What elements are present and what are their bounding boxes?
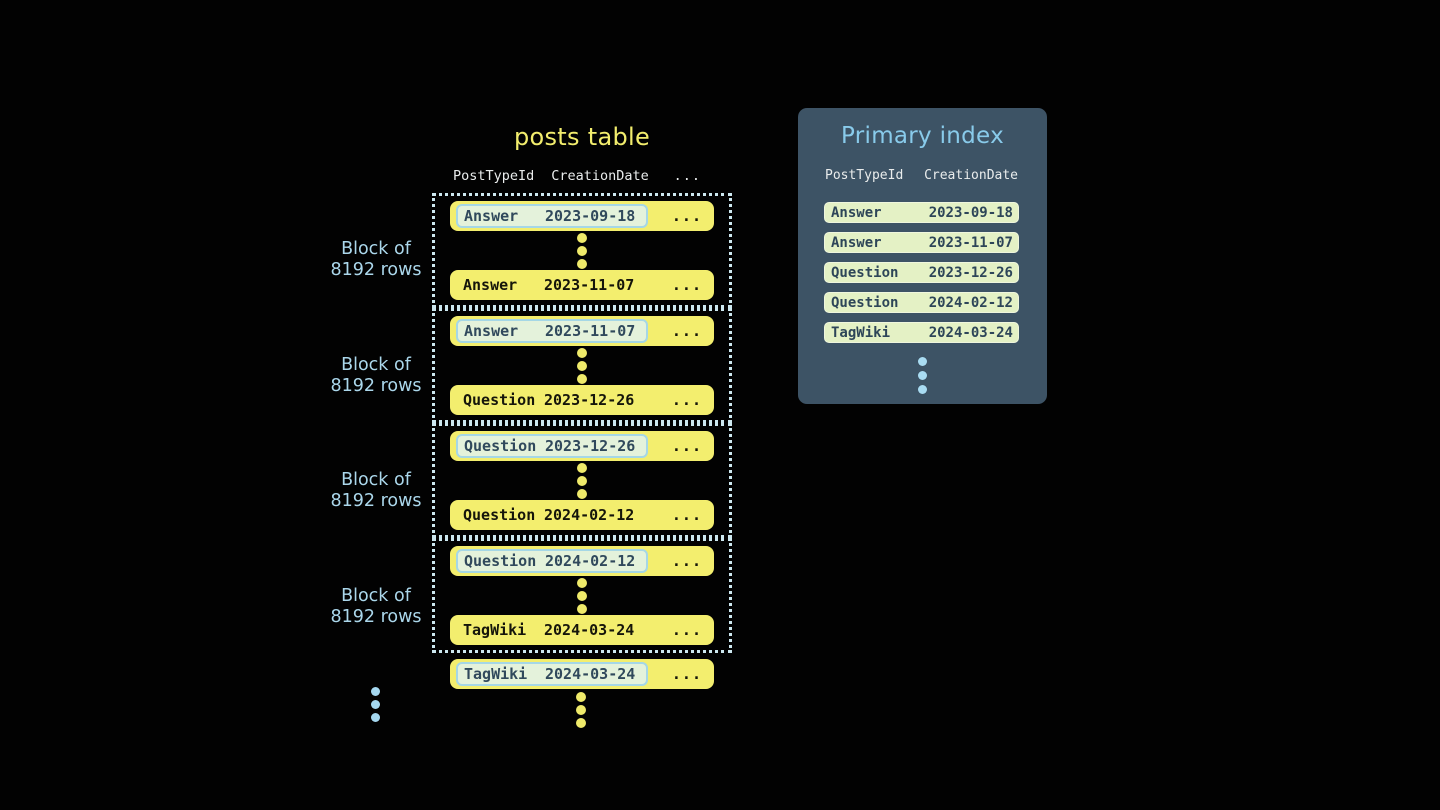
index-posttypeid: Answer [831,204,882,221]
row-values: Question 2024-02-12 [464,552,635,570]
row-creationdate: 2024-03-24 [545,665,636,683]
index-creationdate: 2024-02-12 [928,294,1013,311]
index-entry: TagWiki 2024-03-24 [824,322,1019,343]
indexed-row-highlight: TagWiki 2024-03-24 [456,662,649,686]
posts-col-creationdate: CreationDate [551,168,649,184]
primary-index-column-headers: PostTypeId CreationDate [825,168,1018,183]
row-more-ellipsis: ... [671,621,702,639]
more-blocks-dots [370,687,380,722]
more-rows-dots [576,692,586,728]
row-more-ellipsis: ... [671,322,702,340]
table-row-last: Question 2023-12-26 ... [450,385,714,415]
table-row-first: Answer 2023-09-18 ... [450,201,714,231]
block-size-label-2: Block of 8192 rows [330,355,422,396]
row-more-ellipsis: ... [671,276,702,294]
row-posttypeid: TagWiki [464,665,528,683]
row-more-ellipsis: ... [671,391,702,409]
omitted-rows-dots [577,577,587,614]
row-values: Answer 2023-11-07 [463,276,634,294]
row-creationdate: 2024-02-12 [545,552,636,570]
indexed-row-highlight: Answer 2023-11-07 [456,319,649,343]
table-row-first: Question 2024-02-12 ... [450,546,714,576]
index-posttypeid: Question [831,294,899,311]
index-posttypeid: Answer [831,234,882,251]
row-more-ellipsis: ... [671,665,702,683]
primary-index-panel: Primary index PostTypeId CreationDate An… [798,108,1047,404]
row-values: Answer 2023-11-07 [464,322,635,340]
block-size-label-1: Block of 8192 rows [330,239,422,280]
row-values: TagWiki 2024-03-24 [464,665,635,683]
omitted-rows-dots [577,462,587,499]
row-block-2: Answer 2023-11-07 ... Question 2023-12-2… [432,308,732,423]
row-values: Question 2023-12-26 [464,437,635,455]
posts-col-posttypeid: PostTypeId [453,168,535,184]
index-creationdate: 2023-12-26 [928,264,1013,281]
row-more-ellipsis: ... [671,437,702,455]
table-row-last: Question 2024-02-12 ... [450,500,714,530]
index-creationdate: 2024-03-24 [928,324,1013,341]
index-entry: Question 2023-12-26 [824,262,1019,283]
row-creationdate: 2023-09-18 [545,207,636,225]
index-creationdate: 2023-11-07 [928,234,1013,251]
row-values: Question 2023-12-26 [463,391,634,409]
row-more-ellipsis: ... [671,552,702,570]
block-size-label-4: Block of 8192 rows [330,586,422,627]
row-posttypeid: TagWiki [463,621,527,639]
row-values: Question 2024-02-12 [463,506,634,524]
row-posttypeid: Answer [464,207,519,225]
omitted-rows-dots [577,232,587,269]
row-posttypeid: Answer [463,276,518,294]
indexed-row-highlight: Question 2024-02-12 [456,549,649,573]
block-size-label-3: Block of 8192 rows [330,470,422,511]
row-block-4: Question 2024-02-12 ... TagWiki 2024-03-… [432,538,732,653]
primary-index-entries: Answer 2023-09-18 Answer 2023-11-07 Ques… [824,202,1019,352]
index-creationdate: 2023-09-18 [928,204,1013,221]
row-more-ellipsis: ... [671,207,702,225]
index-col-posttypeid: PostTypeId [825,168,904,183]
row-posttypeid: Question [463,506,536,524]
primary-index-title: Primary index [840,123,1004,149]
row-posttypeid: Question [464,437,537,455]
row-creationdate: 2023-12-26 [544,391,635,409]
row-posttypeid: Question [464,552,537,570]
index-entry: Question 2024-02-12 [824,292,1019,313]
row-creationdate: 2023-12-26 [545,437,636,455]
index-col-creationdate: CreationDate [924,168,1018,183]
table-row-first: Question 2023-12-26 ... [450,431,714,461]
omitted-rows-dots [577,347,587,384]
index-posttypeid: TagWiki [831,324,891,341]
row-block-1: Answer 2023-09-18 ... Answer 2023-11-07 … [432,193,732,308]
posts-table-column-headers: PostTypeId CreationDate ... [450,168,713,184]
row-values: Answer 2023-09-18 [464,207,635,225]
row-values: TagWiki 2024-03-24 [463,621,634,639]
row-block-3: Question 2023-12-26 ... Question 2024-02… [432,423,732,538]
posts-table-body: Answer 2023-09-18 ... Answer 2023-11-07 … [432,193,732,653]
posts-table-title: posts table [513,123,651,151]
index-entry: Answer 2023-11-07 [824,232,1019,253]
table-row-last: TagWiki 2024-03-24 ... [450,615,714,645]
table-row-next-block-first: TagWiki 2024-03-24 ... [450,659,714,689]
posts-col-more-ellipsis: ... [673,168,701,184]
row-posttypeid: Question [463,391,536,409]
row-creationdate: 2024-03-24 [544,621,635,639]
row-creationdate: 2023-11-07 [544,276,635,294]
indexed-row-highlight: Answer 2023-09-18 [456,204,649,228]
indexed-row-highlight: Question 2023-12-26 [456,434,649,458]
table-row-last: Answer 2023-11-07 ... [450,270,714,300]
row-creationdate: 2023-11-07 [545,322,636,340]
row-more-ellipsis: ... [671,506,702,524]
table-row-first: Answer 2023-11-07 ... [450,316,714,346]
more-index-entries-dots [798,357,1047,394]
row-creationdate: 2024-02-12 [544,506,635,524]
row-posttypeid: Answer [464,322,519,340]
index-posttypeid: Question [831,264,899,281]
index-entry: Answer 2023-09-18 [824,202,1019,223]
